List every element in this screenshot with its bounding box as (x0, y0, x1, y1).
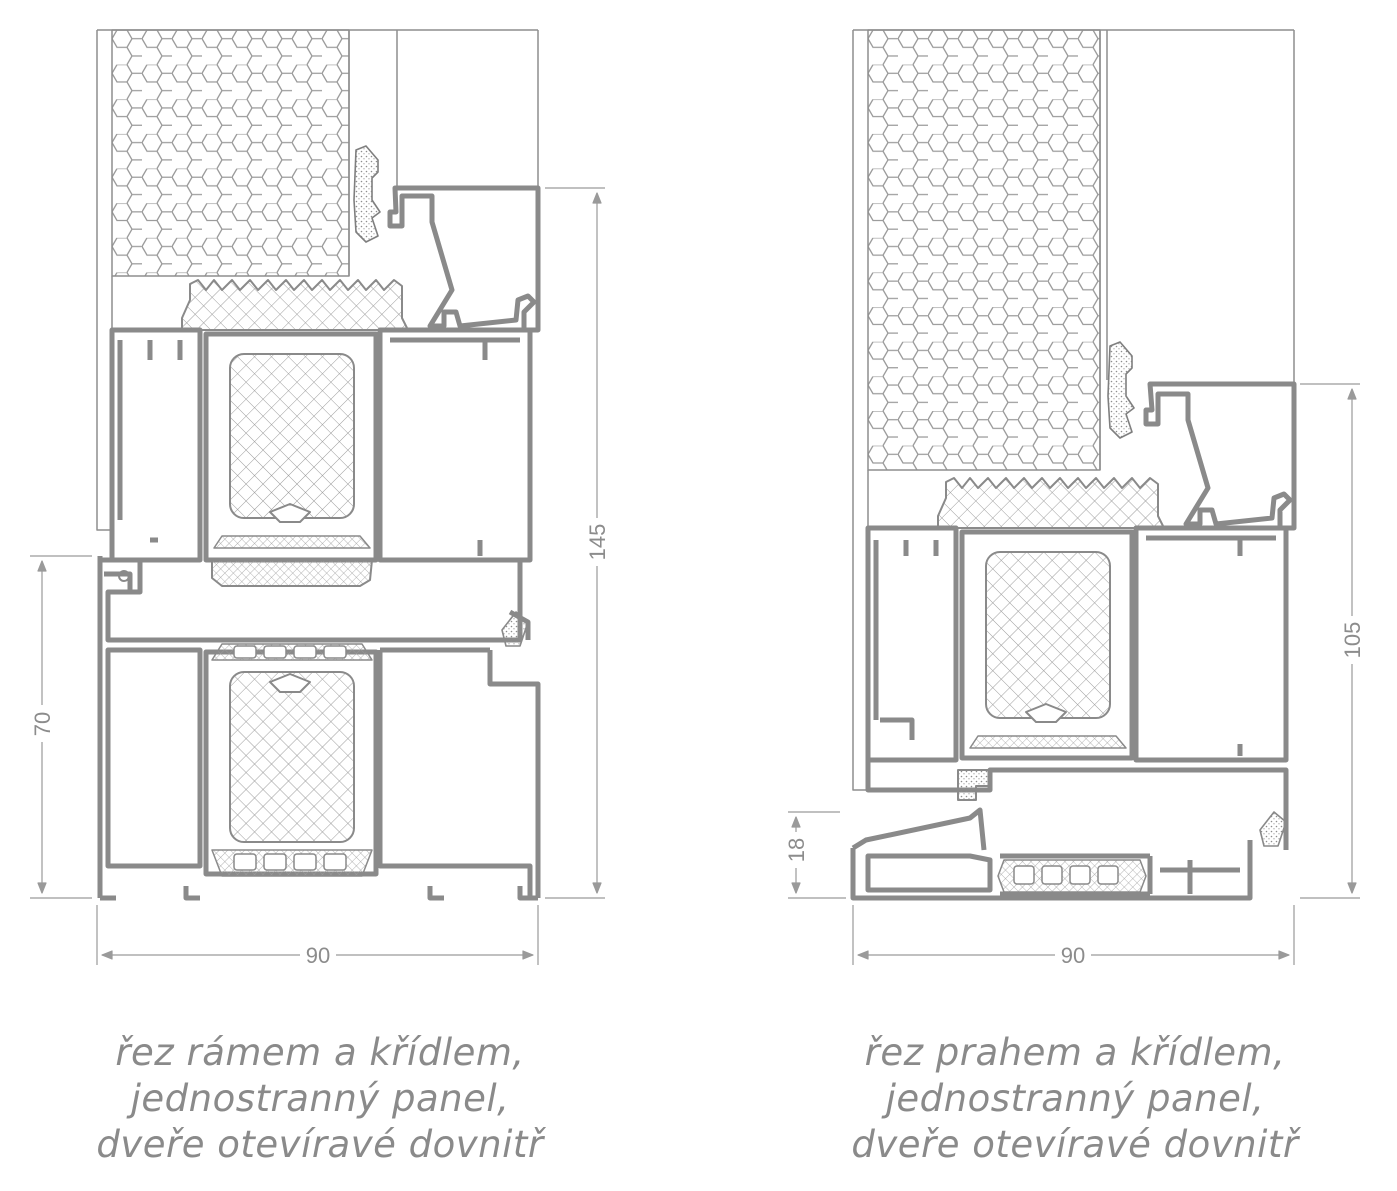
left-section-drawing: 90 70 145 (30, 29, 610, 968)
right-caption: řez prahem a křídlem, jednostranný panel… (795, 1030, 1355, 1168)
hinge-seal (501, 611, 529, 647)
glazing-seal (353, 145, 381, 243)
left-caption-line-3: dveře otevíravé dovnitř (96, 1123, 544, 1166)
left-caption-line-1: řez rámem a křídlem, (115, 1031, 525, 1074)
left-dimension-lines (30, 187, 605, 965)
hinge-seal-right (1259, 811, 1287, 847)
glazing-bead-right (1143, 381, 1297, 531)
right-width-dimension: 90 (1061, 943, 1085, 968)
right-caption-line-2: jednostranný panel, (885, 1077, 1265, 1120)
insulation-core-upper (203, 331, 379, 587)
thermal-seal-top-right (937, 477, 1165, 529)
left-width-dimension: 90 (306, 943, 330, 968)
insulation-core-right (957, 529, 1135, 801)
right-sill-height-dimension: 18 (784, 838, 809, 862)
left-caption-line-2: jednostranný panel, (130, 1077, 510, 1120)
left-caption: řez rámem a křídlem, jednostranný panel,… (40, 1030, 600, 1168)
leaf-profile-lower (100, 647, 538, 901)
glazing-seal-right (1107, 341, 1135, 439)
glazing-bead (387, 185, 541, 333)
threshold-chambers (1013, 865, 1119, 885)
right-dimension-lines (788, 383, 1360, 965)
left-leaf-height-dimension: 70 (30, 712, 55, 736)
frame-profile-upper (109, 327, 533, 563)
left-total-height-dimension: 145 (585, 524, 610, 561)
door-panel-right (852, 29, 1295, 791)
thermal-seal-top (181, 279, 409, 331)
insulation-core-lower (203, 643, 379, 877)
right-section-drawing: 90 18 105 (784, 29, 1365, 968)
right-total-height-dimension: 105 (1340, 622, 1365, 659)
threshold-profile (850, 807, 1253, 901)
door-panel (96, 29, 539, 531)
right-caption-line-1: řez prahem a křídlem, (864, 1031, 1286, 1074)
right-caption-line-3: dveře otevíravé dovnitř (851, 1123, 1299, 1166)
